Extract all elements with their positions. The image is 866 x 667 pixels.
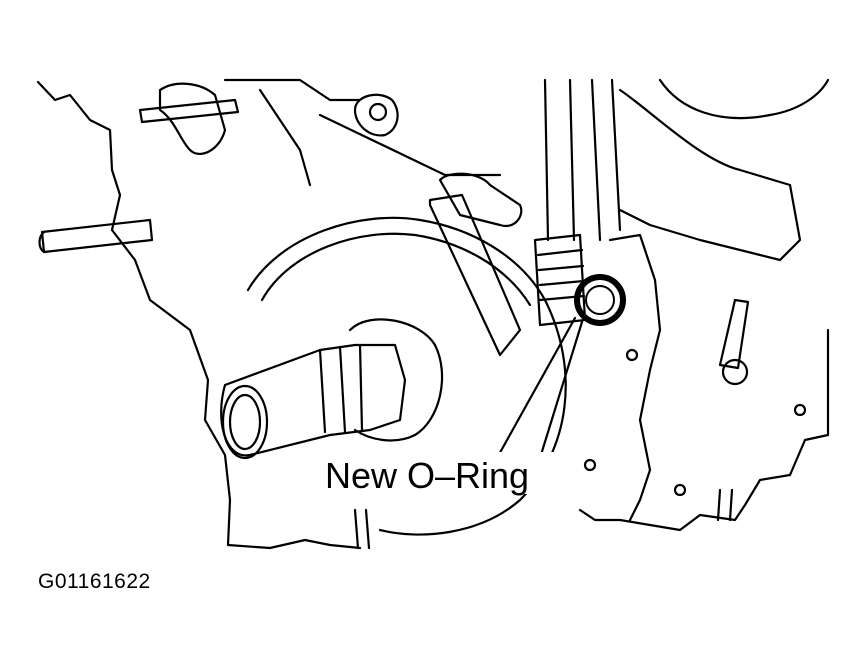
top-round-bolt [353, 93, 399, 137]
leader-line-2 [538, 320, 584, 460]
pipe-fitting-threads [536, 248, 586, 302]
left-rod-end [38, 230, 46, 254]
socket-tool-inner [228, 393, 262, 451]
block-bolt-hole [793, 403, 807, 417]
crank-pulley-boss [348, 318, 444, 442]
top-bolt-head [368, 102, 388, 122]
right-bolt-head [721, 358, 749, 386]
socket-tool-body [220, 343, 407, 457]
leader-line-1 [495, 316, 577, 460]
socket-tool-end [221, 384, 269, 460]
vertical-pipe-left [543, 78, 576, 242]
lower-stud-left [353, 508, 371, 550]
top-left-bolt [138, 98, 240, 124]
cover-bolt-hole-lower [583, 458, 597, 472]
o-ring-highlight [574, 274, 626, 326]
cover-right-contour [608, 233, 662, 522]
cover-bolt-hole [625, 348, 639, 362]
callout-label-backing [322, 452, 562, 494]
engine-block-outline-right [578, 328, 830, 532]
left-rod [40, 218, 154, 254]
figure-id: G01161622 [38, 570, 151, 593]
o-ring-inner [585, 285, 615, 315]
lower-stud-right [716, 488, 734, 522]
top-frame [223, 78, 502, 187]
cover-bolt-hole-right [673, 483, 687, 497]
callout-label: New O–Ring [325, 455, 529, 496]
right-bolt [718, 298, 750, 370]
top-left-bracket [158, 82, 227, 155]
engine-block-outline [36, 80, 362, 550]
socket-tool-ridges [318, 343, 364, 434]
vertical-pipe-right [590, 78, 622, 242]
diagonal-tube [428, 193, 522, 357]
upper-right-bracket [618, 88, 802, 262]
tube-clamp [438, 172, 523, 228]
timing-cover-inner-arc [260, 232, 532, 307]
upper-right-arc [658, 78, 830, 120]
